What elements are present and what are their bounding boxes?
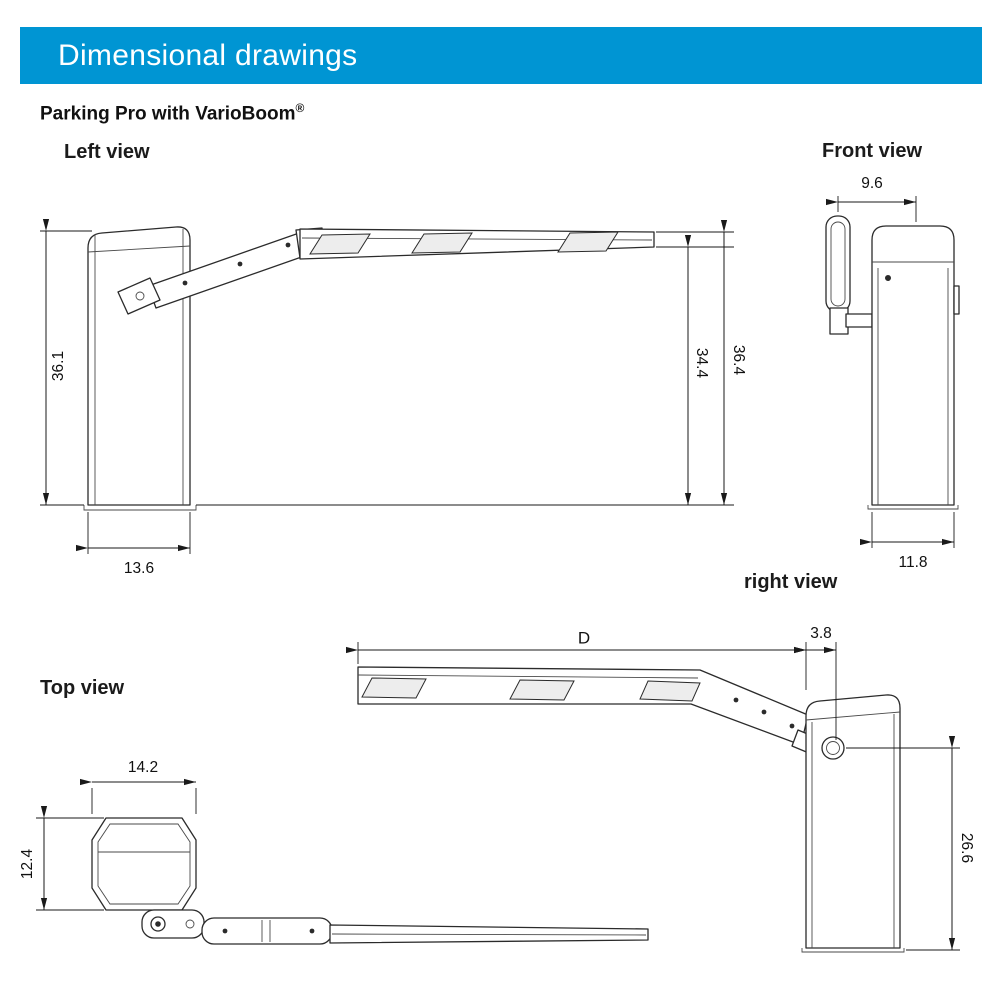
- boom-reflector-1: [309, 233, 371, 255]
- bracket-hub: [135, 291, 145, 301]
- section-title: Dimensional drawings: [58, 38, 358, 72]
- housing-outline: [805, 694, 901, 949]
- housing-outline: [87, 226, 191, 506]
- boom-reflector-2: [509, 679, 575, 701]
- dim-housing-width: 14.2: [128, 759, 158, 776]
- arm-bolt-3: [789, 723, 795, 729]
- dim-boom-underside-height: 34.4: [693, 348, 710, 379]
- top-view-boom: [141, 909, 649, 945]
- housing-base: [801, 948, 905, 953]
- top-view-label: Top view: [40, 677, 125, 699]
- right-view-label: right view: [744, 571, 838, 593]
- arm-bolt-2: [761, 709, 767, 715]
- boom-center-line: [331, 933, 647, 936]
- front-view-dimensions: 9.6 11.8: [826, 175, 955, 571]
- boom-edge-line: [357, 674, 699, 679]
- arm-bolt-1: [222, 928, 228, 934]
- left-view-boom: [117, 227, 655, 315]
- front-view-housing: [867, 225, 960, 510]
- boom-reflector-3: [639, 680, 701, 702]
- pivot-bolt: [185, 919, 195, 929]
- right-view: right view: [346, 571, 975, 953]
- boom-cross-section: [825, 215, 851, 313]
- left-view-label: Left view: [64, 141, 150, 163]
- pivot-hub-inner: [155, 921, 161, 927]
- housing-lid-seam: [87, 245, 191, 253]
- dim-pivot-height: 26.6: [958, 833, 975, 863]
- boom-bar: [329, 924, 649, 944]
- left-view-dimensions: 36.1 34.4 36.4 13.6: [40, 219, 747, 577]
- top-view: Top view: [19, 677, 649, 945]
- front-view-label: Front view: [822, 140, 922, 162]
- arm-bolt-1: [733, 697, 739, 703]
- product-name: Parking Pro with VarioBoom: [40, 103, 296, 125]
- dim-housing-depth: 12.4: [19, 849, 36, 880]
- boom-reflector-1: [361, 677, 427, 699]
- boom-reflector-3: [557, 231, 619, 253]
- arm-bolt-2: [237, 261, 243, 267]
- dim-edge-offset: 3.8: [810, 625, 832, 642]
- housing-inner-outline: [97, 823, 191, 905]
- pivot-emblem-outer: [821, 736, 845, 760]
- front-view: Front view 9.6: [822, 140, 960, 571]
- product-subtitle: Parking Pro with VarioBoom®: [40, 101, 304, 125]
- registered-mark: ®: [295, 101, 305, 115]
- dim-boom-length: D: [578, 628, 590, 647]
- housing-base: [867, 505, 959, 510]
- housing-lid-seam: [805, 711, 901, 721]
- lock-dot: [885, 275, 891, 281]
- hinge-link: [845, 313, 873, 328]
- right-view-boom: [357, 666, 823, 757]
- housing-base: [83, 505, 197, 511]
- side-tab: [953, 285, 960, 315]
- left-view: Left view: [40, 141, 747, 577]
- front-view-boom-profile: [825, 215, 873, 335]
- boom-reflector-2: [411, 232, 473, 254]
- dim-housing-depth: 13.6: [124, 560, 154, 577]
- dim-overall-height: 36.1: [50, 351, 67, 381]
- top-view-housing: [91, 817, 197, 911]
- dim-boom-offset-width: 9.6: [861, 175, 883, 192]
- boom-hinge: [829, 307, 849, 335]
- section-header: Dimensional drawings: [20, 27, 982, 84]
- arm-bracket: [117, 277, 161, 315]
- arm-bolt-3: [285, 242, 291, 248]
- right-view-dimensions: D 3.8 26.6: [346, 625, 975, 951]
- right-view-housing: [801, 694, 905, 953]
- boom-cross-inner: [830, 221, 846, 307]
- housing-outline: [91, 817, 197, 911]
- arm-bolt-2: [309, 928, 315, 934]
- pivot-emblem-inner: [826, 741, 840, 755]
- housing-outline: [871, 225, 955, 506]
- dim-boom-top-height: 36.4: [730, 345, 747, 376]
- dim-housing-width: 11.8: [898, 554, 927, 571]
- arm-bolt-1: [182, 280, 188, 286]
- boom-bar: [299, 228, 655, 260]
- left-view-housing: [83, 226, 197, 511]
- top-view-dimensions: 14.2 12.4: [19, 759, 197, 911]
